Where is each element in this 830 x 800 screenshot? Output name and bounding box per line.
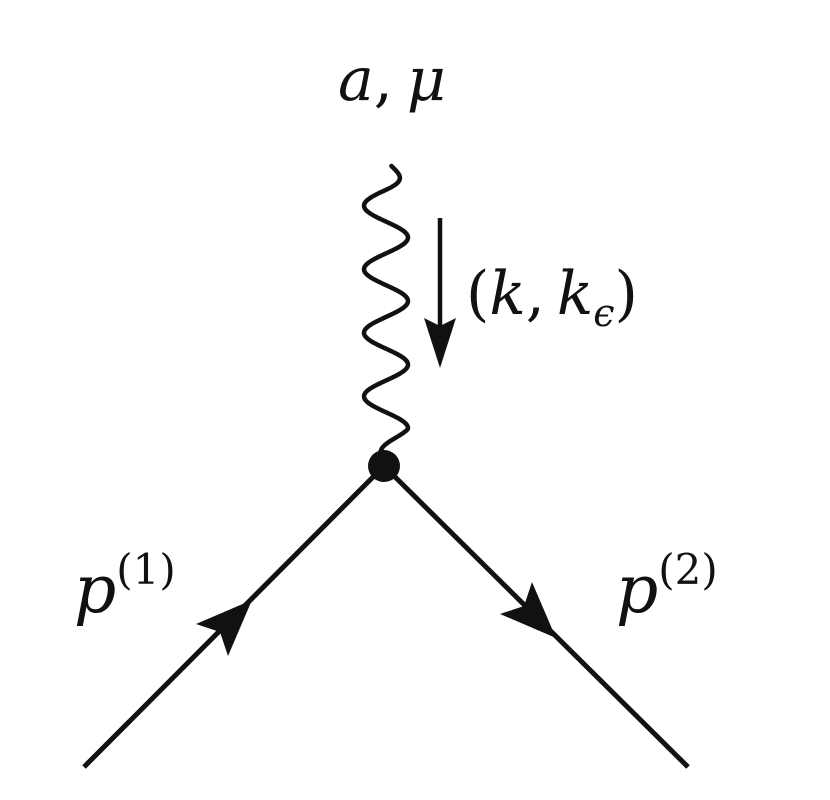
p2-label: p(2) [616,545,718,628]
gauge-index-a: a [338,45,374,115]
p2-symbol: p [616,551,658,628]
p1-symbol: p [74,551,116,628]
momentum-k: k [489,259,525,329]
momentum-close-paren: ) [615,259,638,329]
gauge-boson-line [361,163,411,455]
p1-superscript: (1) [116,545,176,594]
gauge-index-mu: μ [407,45,446,115]
momentum-comma: , [526,259,545,329]
incoming-fermion-arrow [196,600,252,656]
momentum-flow-arrowhead [424,318,456,368]
outgoing-fermion-arrow [500,582,556,638]
gauge-index-separator: , [374,45,393,115]
momentum-subscript: ϵ [593,291,614,335]
gauge-index-label: a,μ [338,45,446,115]
momentum-open-paren: ( [466,259,489,329]
momentum-k2: k [557,259,593,329]
p1-label: p(1) [74,545,176,628]
momentum-label: (k,kϵ) [466,259,638,335]
p2-superscript: (2) [658,545,718,594]
